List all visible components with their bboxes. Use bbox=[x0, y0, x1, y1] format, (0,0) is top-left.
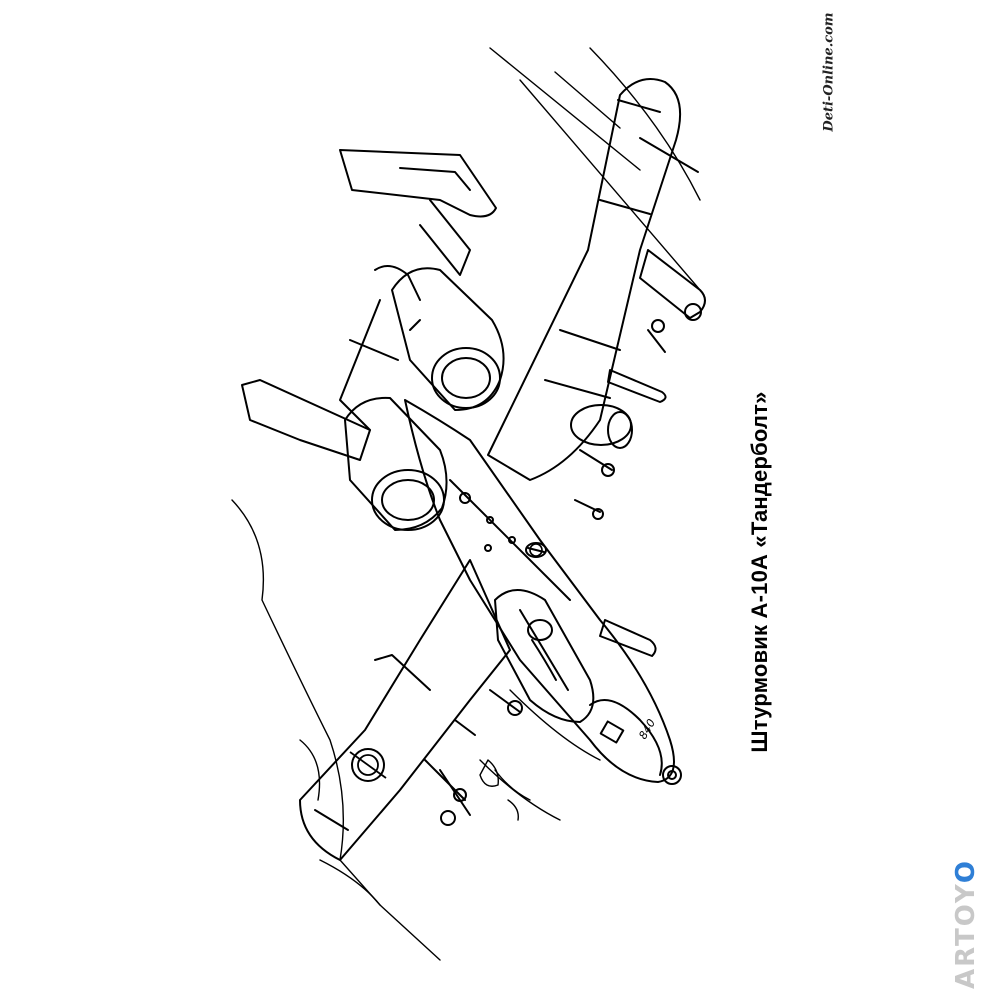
terrain-lines bbox=[231, 47, 701, 961]
engine-lower bbox=[344, 396, 448, 531]
left-wing bbox=[299, 559, 511, 861]
engine-upper bbox=[391, 267, 505, 411]
nose bbox=[589, 619, 682, 785]
tail-upper bbox=[339, 149, 497, 301]
left-wing-stores bbox=[424, 689, 523, 826]
caption-title: Штурмовик А-10А «Тандерболт» bbox=[747, 391, 772, 753]
right-wing bbox=[487, 78, 699, 481]
cockpit-canopy bbox=[494, 589, 595, 723]
ground-rocks bbox=[479, 759, 519, 821]
brand-text: ARTOY bbox=[951, 883, 981, 989]
site-watermark: Deti-Online.com bbox=[821, 12, 837, 132]
brand-last-letter: O bbox=[951, 859, 981, 884]
tail-lower bbox=[241, 299, 399, 461]
right-wing-stores bbox=[574, 249, 706, 520]
fuselage bbox=[404, 399, 675, 783]
us-insignia-wing bbox=[349, 751, 387, 779]
brand-watermark: ARTOYO bbox=[951, 859, 981, 989]
us-insignia-fuselage bbox=[529, 543, 543, 557]
